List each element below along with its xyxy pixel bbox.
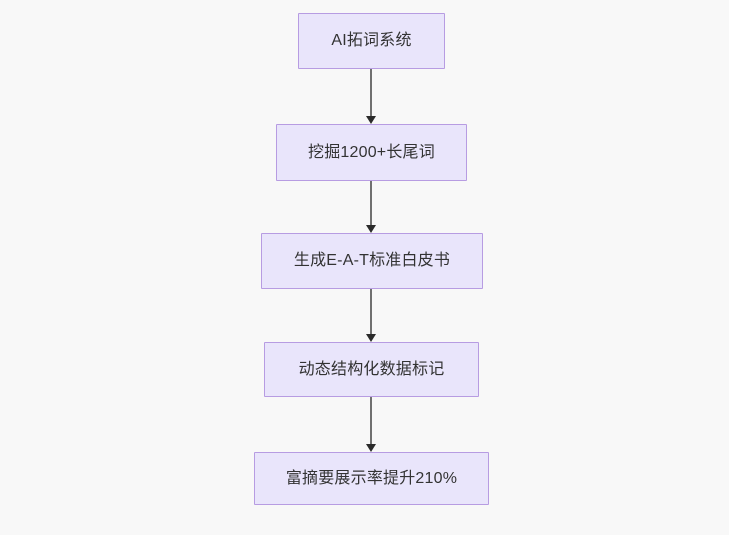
arrow-head-icon — [366, 116, 376, 124]
flow-edge-1 — [366, 69, 376, 124]
arrow-head-icon — [366, 444, 376, 452]
flow-node-label: 生成E-A-T标准白皮书 — [293, 252, 451, 269]
arrow-head-icon — [366, 334, 376, 342]
flow-node-label: 富摘要展示率提升210% — [285, 469, 458, 487]
flow-node-dynamic-structured-data-markup[interactable]: 动态结构化数据标记 — [264, 342, 479, 397]
flow-edge-2 — [366, 181, 376, 233]
flow-node-label: 动态结构化数据标记 — [298, 360, 445, 378]
flow-node-ai-keyword-system[interactable]: AI拓词系统 — [298, 13, 445, 69]
edge-line — [370, 397, 372, 444]
flow-node-label: 挖掘1200+长尾词 — [308, 143, 435, 161]
flow-edge-3 — [366, 289, 376, 342]
edge-line — [370, 181, 372, 225]
flow-node-label: AI拓词系统 — [331, 32, 412, 49]
arrow-head-icon — [366, 225, 376, 233]
edge-line — [370, 289, 372, 334]
flow-node-mine-longtail-keywords[interactable]: 挖掘1200+长尾词 — [276, 124, 467, 181]
flow-node-generate-eat-whitepaper[interactable]: 生成E-A-T标准白皮书 — [261, 233, 483, 289]
flow-edge-4 — [366, 397, 376, 452]
edge-line — [370, 69, 372, 116]
flow-node-rich-snippet-impression-lift[interactable]: 富摘要展示率提升210% — [254, 452, 489, 505]
